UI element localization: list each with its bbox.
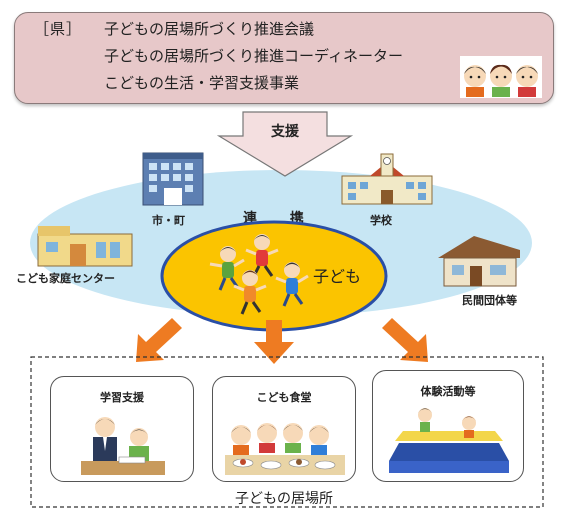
orange-arrows (136, 318, 428, 364)
children-places-label: 子どもの居場所 (235, 491, 333, 507)
bounce-house-icon (389, 408, 509, 473)
children-label: 子ども (313, 267, 362, 286)
prefecture-line-program: こどもの生活・学習支援事業 (104, 74, 300, 92)
arrow-left-icon (136, 318, 182, 362)
arrow-right-icon (382, 318, 428, 362)
support-label: 支援 (271, 124, 299, 140)
school-label: 学校 (370, 214, 392, 227)
city-hall-icon (142, 152, 204, 206)
family-center-label: こども家庭センター (16, 272, 115, 285)
running-children-icon (209, 234, 309, 315)
prefecture-line-meeting: 子どもの居場所づくり推進会議 (104, 20, 315, 38)
study-support-card: 学習支援 (50, 376, 194, 482)
kids-cafeteria-title: こども食堂 (256, 391, 312, 404)
children-faces-icon (460, 56, 542, 98)
kids-cafeteria-icon (225, 423, 345, 475)
kids-cafeteria-card: こども食堂 (212, 376, 356, 482)
experience-activity-title: 体験活動等 (420, 385, 476, 398)
arrow-down-icon (254, 320, 294, 364)
study-support-title: 学習支援 (100, 391, 144, 404)
npo-house-icon (438, 236, 520, 287)
family-center-icon (37, 226, 133, 267)
children-center (160, 220, 388, 332)
children-places-frame (30, 356, 544, 508)
prefecture-line-coordinator: 子どもの居場所づくり推進コーディネーター (104, 47, 403, 65)
support-arrow-icon (216, 111, 354, 177)
study-support-icon (81, 417, 165, 475)
prefecture-tag: ［県］ (34, 20, 83, 38)
school-icon (341, 153, 433, 205)
city-label: 市・町 (152, 214, 185, 227)
npo-label: 民間団体等 (462, 294, 517, 307)
experience-activity-card: 体験活動等 (372, 370, 524, 482)
